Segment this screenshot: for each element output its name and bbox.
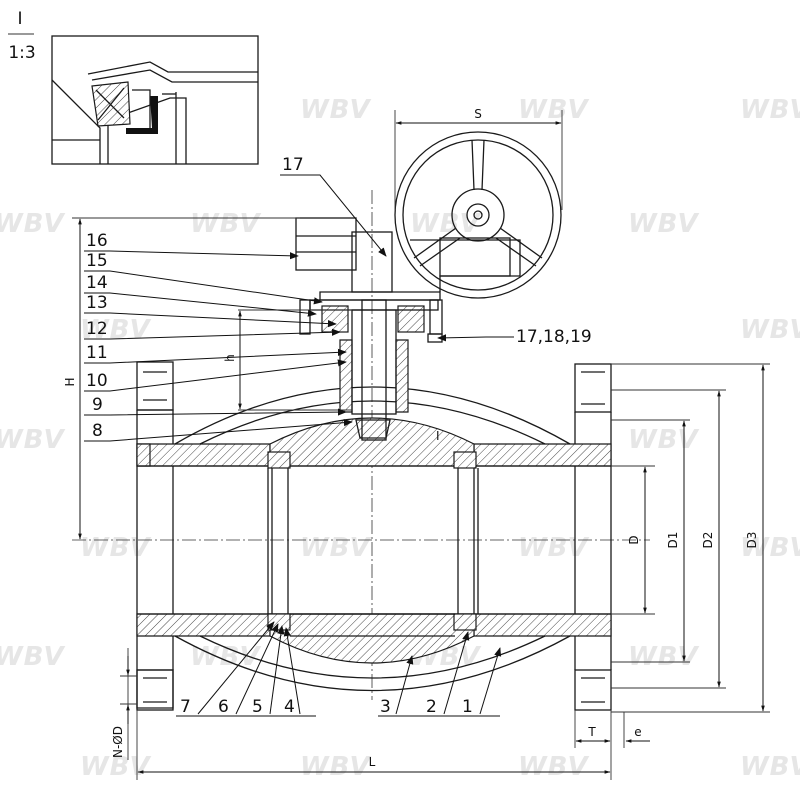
part-label-14: 14 xyxy=(86,273,108,293)
dim-e-label: e xyxy=(634,725,641,739)
detail-mark: I xyxy=(17,9,22,29)
watermark: WBV xyxy=(80,315,151,345)
seat-right-bottom xyxy=(453,613,477,631)
watermark: WBV xyxy=(628,209,699,239)
dim-t-label: T xyxy=(587,725,596,739)
valve-body: I xyxy=(136,361,612,711)
watermark: WBV xyxy=(80,752,151,782)
watermark: WBV xyxy=(518,533,589,563)
seal-section xyxy=(126,96,158,134)
detail-frame xyxy=(51,35,259,165)
dim-d1-label: D1 xyxy=(666,532,680,549)
part-label-12: 12 xyxy=(86,319,108,339)
part-label-4: 4 xyxy=(284,697,295,717)
part-label-3: 3 xyxy=(380,697,391,717)
watermark: WBV xyxy=(300,95,371,125)
part-label-17: 17 xyxy=(282,155,304,175)
detail-view: I 1:3 xyxy=(8,9,259,165)
watermark: WBV xyxy=(628,425,699,455)
watermark-group: WBV WBV WBV WBV WBV WBV WBV WBV WBV WBV … xyxy=(0,95,800,782)
dim-d2-label: D2 xyxy=(701,532,715,549)
watermark: WBV xyxy=(300,752,371,782)
watermark: WBV xyxy=(740,752,800,782)
dim-d3-label: D3 xyxy=(745,532,759,549)
watermark: WBV xyxy=(518,95,589,125)
dim-h-label: H xyxy=(63,377,77,386)
dimension-lines: S H h D D1 D2 D3 L T xyxy=(63,107,770,780)
watermark: WBV xyxy=(190,209,261,239)
bonnet-stem xyxy=(238,299,443,441)
dim-s-label: S xyxy=(474,107,482,121)
watermark: WBV xyxy=(300,533,371,563)
seat-left-top xyxy=(267,451,291,469)
dim-d-label: D xyxy=(627,535,641,544)
part-label-11: 11 xyxy=(86,343,108,363)
watermark: WBV xyxy=(0,209,65,239)
watermark: WBV xyxy=(740,533,800,563)
section-mark: I xyxy=(436,429,440,443)
part-label-1: 1 xyxy=(462,697,473,717)
part-label-17-18-19: 17,18,19 xyxy=(516,327,592,347)
part-label-16: 16 xyxy=(86,231,108,251)
part-label-7: 7 xyxy=(180,697,191,717)
ball-upper xyxy=(269,417,475,467)
part-label-8: 8 xyxy=(92,421,103,441)
part-label-10: 10 xyxy=(86,371,108,391)
part-label-5: 5 xyxy=(252,697,263,717)
part-label-9: 9 xyxy=(92,395,103,415)
watermark: WBV xyxy=(0,642,65,672)
detail-scale: 1:3 xyxy=(8,43,35,63)
part-label-15: 15 xyxy=(86,251,108,271)
part-label-13: 13 xyxy=(86,293,108,313)
watermark: WBV xyxy=(740,95,800,125)
dim-small-h-label: h xyxy=(223,354,237,362)
dim-l-label: L xyxy=(369,755,376,769)
handwheel xyxy=(394,131,562,299)
seat-right-top xyxy=(453,451,477,469)
seat-left-bottom xyxy=(267,613,291,631)
watermark: WBV xyxy=(740,315,800,345)
part-label-6: 6 xyxy=(218,697,229,717)
dim-n-od-label: N-ØD xyxy=(111,726,125,758)
watermark: WBV xyxy=(628,642,699,672)
watermark: WBV xyxy=(0,425,65,455)
part-label-2: 2 xyxy=(426,697,437,717)
watermark: WBV xyxy=(410,209,481,239)
part-callouts: 17 16 15 14 13 12 11 10 9 8 17,18,19 7 xyxy=(84,155,592,717)
ball-lower xyxy=(269,613,475,664)
watermark: WBV xyxy=(518,752,589,782)
gearbox-housing xyxy=(295,217,357,271)
watermark: WBV xyxy=(80,533,151,563)
